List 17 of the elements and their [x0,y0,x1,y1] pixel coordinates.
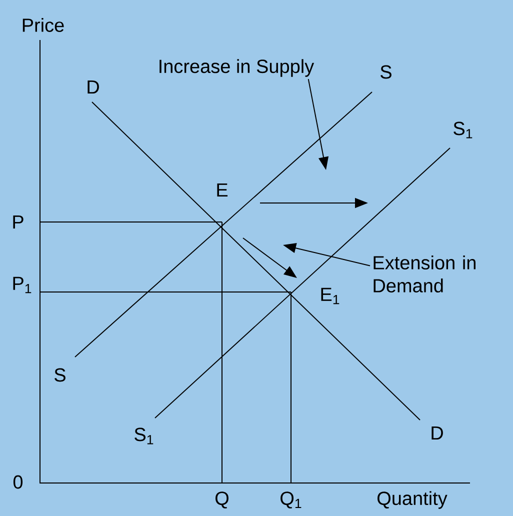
curve-label: D [432,426,443,440]
quantity-label: Q$_{1}$ [280,492,302,508]
curve-label: S$_{1}$ [454,122,472,138]
curve-label: D [88,80,99,94]
point-label: E$_{1}$ [321,288,340,304]
origin-label: 0 [13,475,23,489]
curve-label: S$_{1}$ [134,428,154,444]
curve-label: S [54,368,66,382]
price-label: P$_{1}$ [13,276,32,294]
point-label: E [217,183,228,197]
price-label: P [13,215,24,229]
annotation-text: Extension in Demand [374,256,476,292]
axis-title: Price [22,18,64,32]
annotation-text: Increase in Supply [160,59,314,77]
curve-label: S [380,65,392,79]
quantity-label: Q [216,492,228,508]
axis-title: Quantity [378,491,448,509]
